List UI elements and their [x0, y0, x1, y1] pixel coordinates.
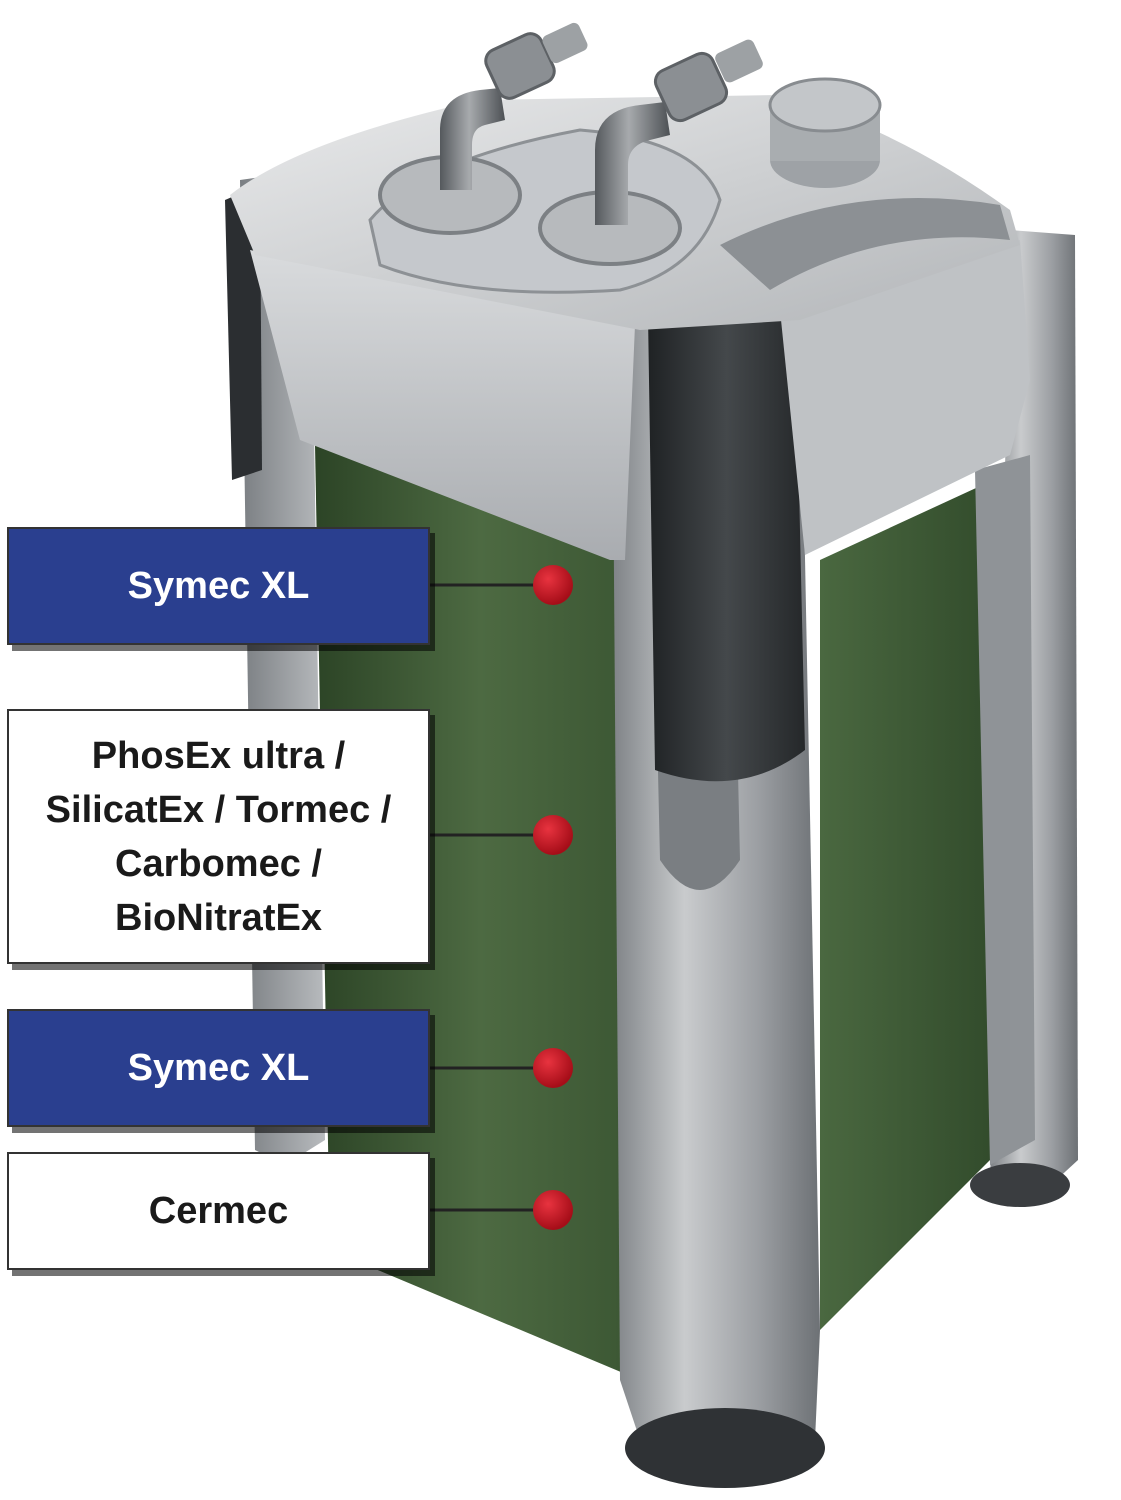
label-text: Cermec — [148, 1190, 289, 1232]
marker-dot — [533, 565, 573, 605]
label-cermec: Cermec — [7, 1152, 430, 1270]
marker-dot — [533, 1190, 573, 1230]
label-line: BioNitratEx — [115, 896, 322, 939]
label-text: Symec XL — [127, 565, 310, 607]
label-line: SilicatEx / Tormec / — [45, 788, 392, 831]
valve-coupling — [653, 51, 729, 123]
outlet-pipe — [440, 88, 505, 190]
label-line: Carbomec / — [115, 842, 322, 885]
label-symec-xl-top: Symec XL — [7, 527, 430, 645]
inlet-pipe — [595, 102, 670, 225]
front-foot — [625, 1408, 825, 1488]
label-text: Symec XL — [127, 1047, 310, 1089]
valve-coupling — [484, 32, 556, 100]
clamp-handle — [648, 301, 805, 782]
marker-dot — [533, 815, 573, 855]
filter-front-panel — [315, 445, 645, 1380]
lid-side — [780, 240, 1030, 555]
priming-button — [768, 77, 882, 133]
lid-front — [250, 250, 635, 560]
label-symec-xl-bottom: Symec XL — [7, 1009, 430, 1127]
label-chemical-media: PhosEx ultra / SilicatEx / Tormec / Carb… — [7, 709, 430, 964]
filter-side-panel — [820, 470, 1015, 1330]
marker-dot — [533, 1048, 573, 1088]
label-line: PhosEx ultra / — [91, 734, 346, 777]
